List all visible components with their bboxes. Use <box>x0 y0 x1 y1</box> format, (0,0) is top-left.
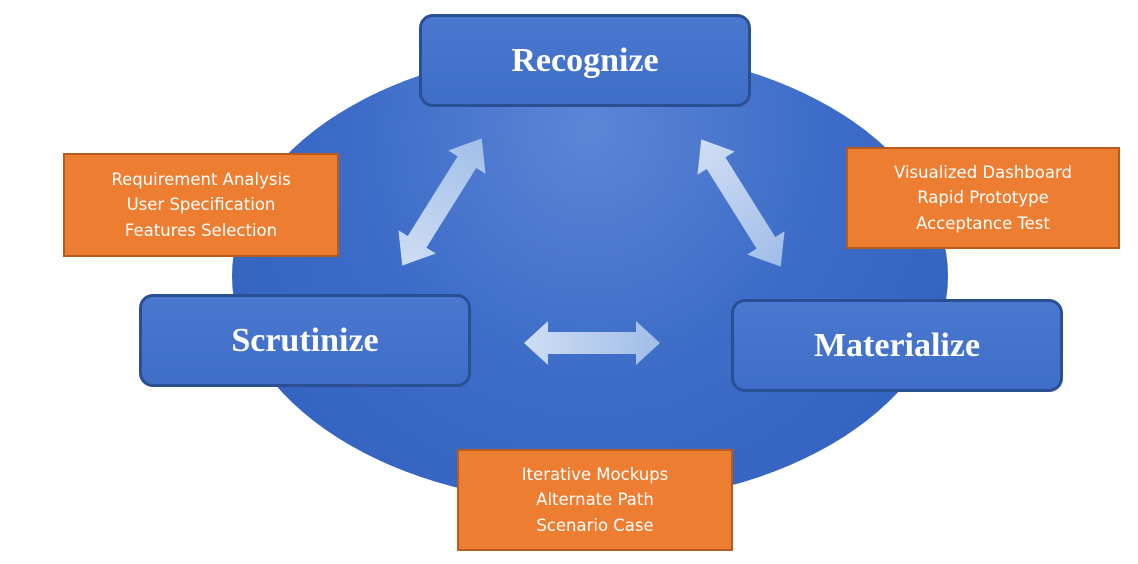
note-left-line-3: Features Selection <box>124 220 278 240</box>
node-materialize: Materialize <box>731 299 1063 392</box>
double-arrow-icon-left <box>398 138 486 266</box>
note-right-line-3: Acceptance Test <box>916 213 1050 233</box>
note-bottom: Iterative Mockups Alternate Path Scenari… <box>457 449 733 551</box>
note-bottom-line-2: Alternate Path <box>536 490 654 510</box>
note-right-line-1: Visualized Dashboard <box>894 162 1072 182</box>
note-left-line-1: Requirement Analysis <box>111 169 291 189</box>
node-scrutinize: Scrutinize <box>139 294 471 387</box>
double-arrow-icon-right <box>697 139 785 267</box>
note-right-line-2: Rapid Prototype <box>917 188 1049 208</box>
background-ellipse <box>232 48 948 504</box>
node-recognize: Recognize <box>419 14 751 107</box>
note-bottom-line-3: Scenario Case <box>536 515 654 535</box>
node-scrutinize-label: Scrutinize <box>231 321 379 359</box>
note-right: Visualized Dashboard Rapid Prototype Acc… <box>846 147 1120 249</box>
note-left-line-2: User Specification <box>126 195 276 215</box>
node-materialize-label: Materialize <box>813 326 981 364</box>
node-recognize-label: Recognize <box>511 41 659 79</box>
note-left: Requirement Analysis User Specification … <box>63 153 339 257</box>
double-arrow-icon-bottom <box>524 321 660 365</box>
note-bottom-line-1: Iterative Mockups <box>521 464 669 484</box>
